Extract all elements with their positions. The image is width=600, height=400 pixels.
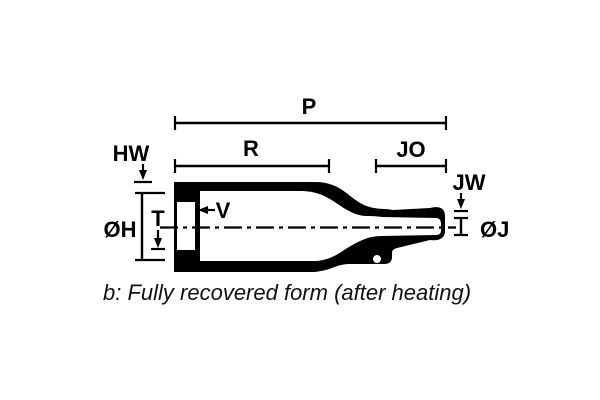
p-label: P — [302, 94, 317, 119]
t-label: T — [151, 206, 165, 231]
dimension-hw: HW — [113, 141, 152, 184]
jw-label: JW — [453, 170, 486, 195]
dimension-r: R — [173, 136, 331, 173]
figure-caption: b: Fully recovered form (after heating) — [103, 280, 471, 305]
v-left-arrow-icon — [198, 206, 208, 214]
dimension-oh: ØH — [104, 191, 165, 262]
jo-label: JO — [396, 137, 425, 162]
dimension-jw: JW — [453, 170, 486, 213]
dimension-jo: JO — [374, 137, 448, 173]
oh-label: ØH — [104, 217, 137, 242]
dimension-v: V — [198, 198, 231, 223]
jw-down-arrow-icon — [457, 199, 465, 209]
t-down-arrow-icon — [154, 238, 162, 248]
boot-cross-section — [174, 182, 445, 272]
r-label: R — [243, 136, 259, 161]
dimension-p: P — [173, 94, 448, 130]
oj-label: ØJ — [480, 217, 509, 242]
dimension-oj: ØJ — [454, 216, 509, 242]
dimension-t: T — [151, 206, 165, 251]
hw-down-arrow-icon — [139, 170, 147, 180]
v-label: V — [216, 198, 231, 223]
hw-label: HW — [113, 141, 150, 166]
